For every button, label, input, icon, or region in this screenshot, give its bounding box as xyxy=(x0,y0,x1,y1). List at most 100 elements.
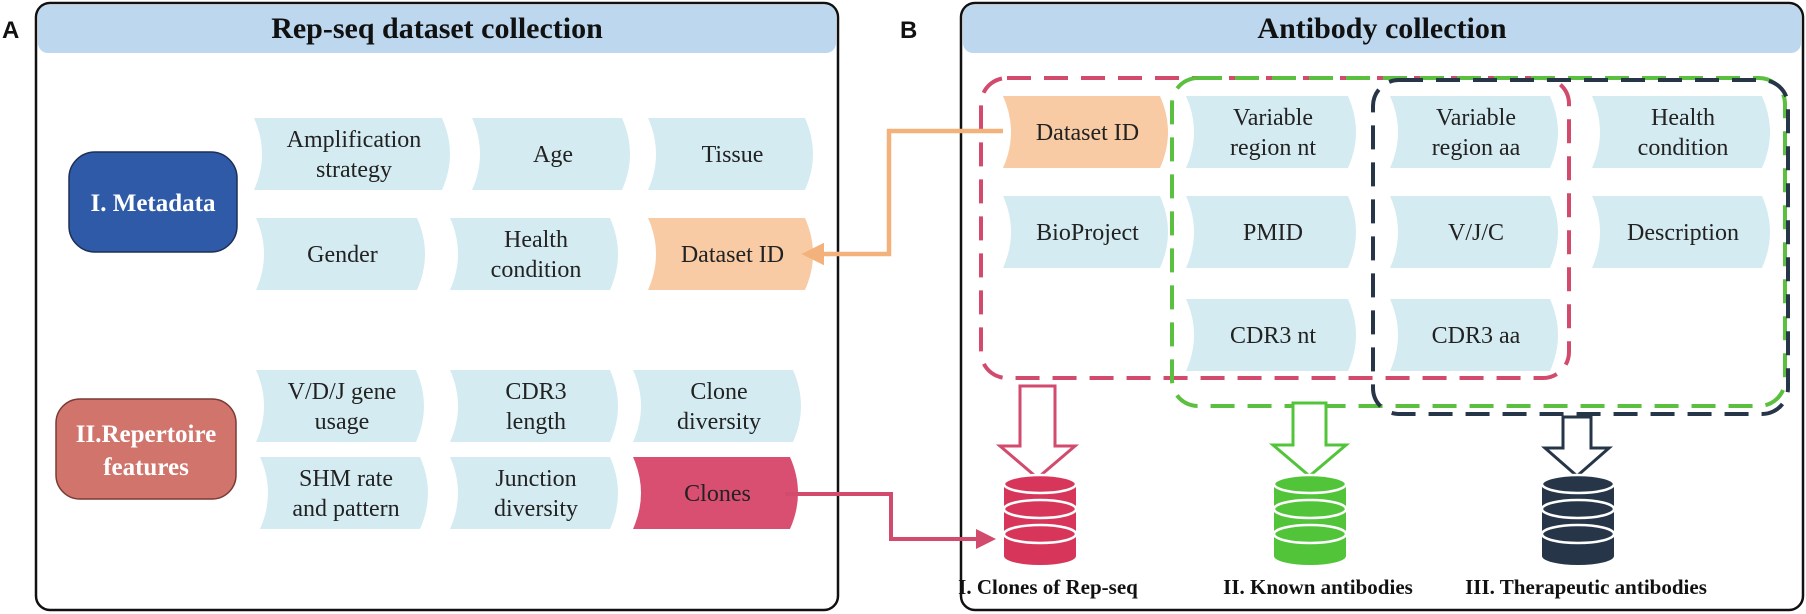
panel-b-tag: B xyxy=(900,17,917,44)
item-junction-diversity-label-line2: diversity xyxy=(494,496,578,522)
item-health-condition-shape xyxy=(450,218,618,290)
panel-a-header xyxy=(38,5,836,53)
item-variable-region-nt-shape xyxy=(1186,96,1356,168)
item-age: Age xyxy=(472,118,630,190)
item-bioproject-shape xyxy=(1003,196,1168,268)
dataset-id-link-arrow xyxy=(801,128,1003,266)
item-cdr3-length: CDR3 length xyxy=(450,370,618,442)
item-description: Description xyxy=(1592,196,1770,268)
item-v-d-j-gene-usage-label-line2: usage xyxy=(315,409,370,435)
item-v-d-j-gene-usage-label-line1: V/D/J gene xyxy=(288,379,397,405)
item-cdr3-length-shape xyxy=(450,370,618,442)
item-pmid-label: PMID xyxy=(1243,220,1303,246)
panel-a-title: Rep-seq dataset collection xyxy=(271,12,603,45)
item-gender: Gender xyxy=(256,218,425,290)
item-variable-region-aa-label-line1: Variable xyxy=(1436,105,1516,131)
item-cdr3-nt-shape xyxy=(1186,299,1356,371)
item-v-j-c: V/J/C xyxy=(1390,196,1558,268)
panel-a-tag: A xyxy=(2,17,19,44)
item-cdr3-aa-label: CDR3 aa xyxy=(1432,323,1521,349)
item-tissue-label: Tissue xyxy=(702,142,764,168)
item-dataset-id: Dataset ID xyxy=(648,218,813,290)
item-shm-rate-and-pattern-label-line2: and pattern xyxy=(292,496,399,522)
item-cdr3-nt: CDR3 nt xyxy=(1186,299,1356,371)
arrow-to-clones-db xyxy=(995,384,1080,480)
item-shm-rate-and-pattern-shape xyxy=(260,457,428,529)
item-v-j-c-shape xyxy=(1390,196,1558,268)
item-variable-region-nt-label-line1: Variable xyxy=(1233,105,1313,131)
item-amplification-strategy-label-line2: strategy xyxy=(316,157,392,183)
item-bioproject-label: BioProject xyxy=(1036,220,1139,246)
item-bioproject: BioProject xyxy=(1003,196,1168,268)
item-dataset-id: Dataset ID xyxy=(1003,96,1168,168)
item-cdr3-aa: CDR3 aa xyxy=(1390,299,1558,371)
known-antibodies-db-label: II. Known antibodies xyxy=(1223,575,1413,599)
item-variable-region-aa-label-line2: region aa xyxy=(1432,135,1521,161)
item-v-d-j-gene-usage-shape xyxy=(256,370,424,442)
item-v-d-j-gene-usage: V/D/J gene usage xyxy=(256,370,424,442)
item-amplification-strategy-label-line1: Amplification xyxy=(287,127,422,153)
repertoire-items: V/D/J geneusageCDR3lengthClonediversityS… xyxy=(256,370,801,529)
repertoire-category-label-line1: II.Repertoire xyxy=(76,421,216,448)
item-health-condition-label-line1: Health xyxy=(504,227,568,253)
database-icon xyxy=(1002,473,1078,565)
item-pmid-shape xyxy=(1186,196,1356,268)
item-cdr3-length-label-line2: length xyxy=(506,409,566,435)
item-junction-diversity-shape xyxy=(450,457,618,529)
item-variable-region-aa-shape xyxy=(1390,96,1558,168)
item-gender-label: Gender xyxy=(307,242,378,268)
item-clone-diversity-label-line2: diversity xyxy=(677,409,761,435)
item-dataset-id-label: Dataset ID xyxy=(1036,120,1139,146)
item-variable-region-nt: Variable region nt xyxy=(1186,96,1356,168)
database-icon xyxy=(1540,473,1616,565)
item-cdr3-nt-label: CDR3 nt xyxy=(1230,323,1316,349)
panel-b-frame xyxy=(959,1,1805,612)
item-clone-diversity-label-line1: Clone xyxy=(690,379,747,405)
metadata-category-label: I. Metadata xyxy=(91,190,216,217)
item-health-condition-label-line2: condition xyxy=(491,257,582,283)
item-cdr3-length-label-line1: CDR3 xyxy=(505,379,566,405)
arrow-to-therapeutic-db xyxy=(1541,415,1613,478)
metadata-category xyxy=(68,151,238,253)
item-dataset-id-shape xyxy=(648,218,813,290)
database-icon xyxy=(1272,473,1348,565)
item-amplification-strategy-shape xyxy=(254,118,450,190)
arrow-to-known-db xyxy=(1268,401,1351,478)
item-amplification-strategy: Amplification strategy xyxy=(254,118,450,190)
therapeutic-antibodies-field-group xyxy=(1371,78,1790,416)
item-age-label: Age xyxy=(533,142,573,168)
clones-link-arrow xyxy=(785,492,996,549)
item-variable-region-aa: Variable region aa xyxy=(1390,96,1558,168)
item-health-condition-shape xyxy=(1592,96,1770,168)
item-dataset-id-shape xyxy=(1003,96,1168,168)
therapeutic-antibodies-db: III. Therapeutic antibodies xyxy=(1465,473,1707,599)
antibody-items: Dataset ID Variable region nt Variable regio… xyxy=(1003,96,1770,371)
known-antibodies-db: II. Known antibodies xyxy=(1223,473,1413,599)
item-clones-shape xyxy=(633,457,798,529)
item-pmid: PMID xyxy=(1186,196,1356,268)
item-junction-diversity-label-line1: Junction xyxy=(495,466,576,492)
item-gender-shape xyxy=(256,218,425,290)
panel-b-header xyxy=(963,5,1801,53)
item-variable-region-nt-label-line2: region nt xyxy=(1230,135,1316,161)
panel-b-title: Antibody collection xyxy=(1257,12,1506,45)
item-health-condition-label-line2: condition xyxy=(1638,135,1729,161)
item-health-condition: Health condition xyxy=(450,218,618,290)
item-tissue: Tissue xyxy=(648,118,813,190)
item-shm-rate-and-pattern-label-line1: SHM rate xyxy=(299,466,393,492)
item-junction-diversity: Junction diversity xyxy=(450,457,618,529)
item-dataset-id-label: Dataset ID xyxy=(681,242,784,268)
item-cdr3-aa-shape xyxy=(1390,299,1558,371)
item-age-shape xyxy=(472,118,630,190)
item-health-condition-label-line1: Health xyxy=(1651,105,1715,131)
therapeutic-antibodies-db-label: III. Therapeutic antibodies xyxy=(1465,575,1707,599)
item-clones: Clones xyxy=(633,457,798,529)
item-tissue-shape xyxy=(648,118,813,190)
item-description-label: Description xyxy=(1627,220,1739,246)
item-clone-diversity-shape xyxy=(633,370,801,442)
item-health-condition: Health condition xyxy=(1592,96,1770,168)
item-clone-diversity: Clone diversity xyxy=(633,370,801,442)
repertoire-category-label-line2: features xyxy=(103,454,189,481)
